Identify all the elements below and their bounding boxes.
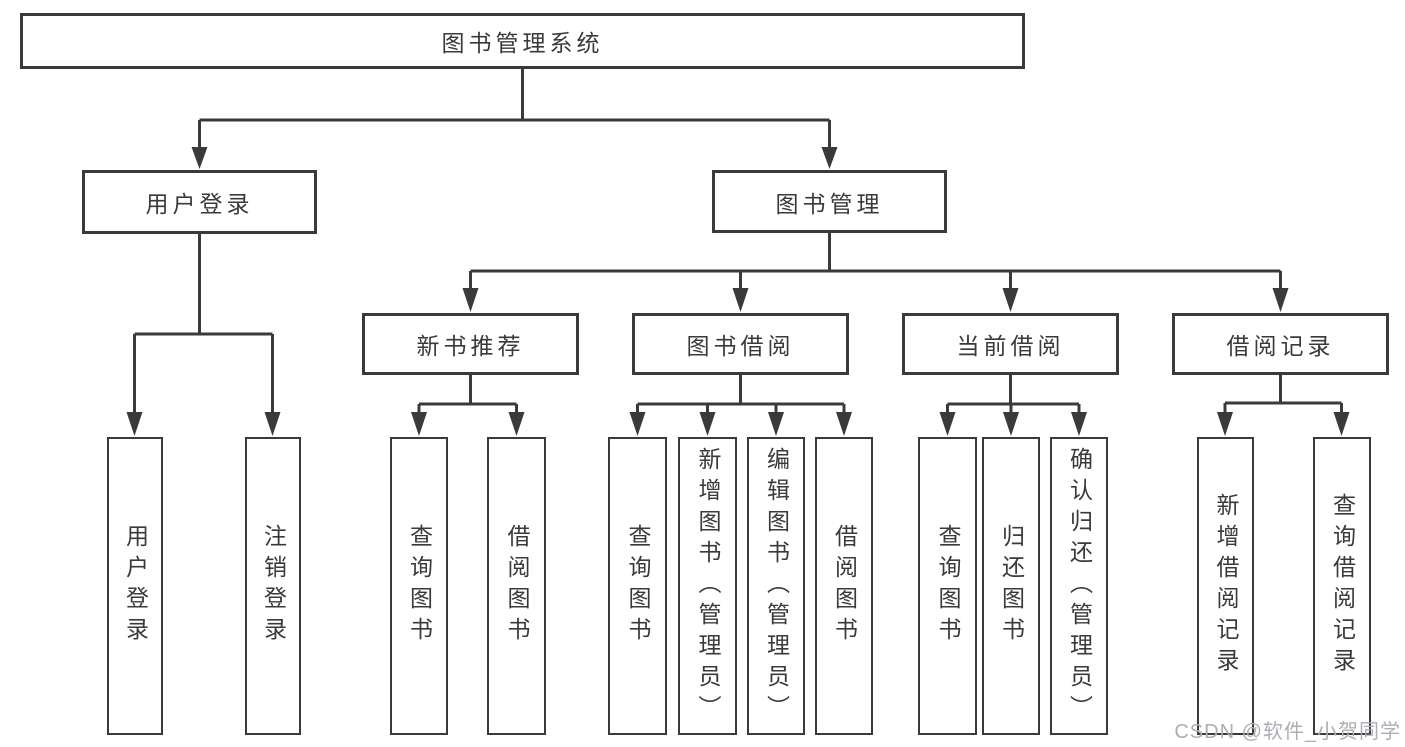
connector-line	[469, 233, 1282, 289]
node-new-book-recommend: 新书推荐	[362, 313, 579, 375]
node-root: 图书管理系统	[20, 13, 1025, 69]
connector-book-borrow-to-leaves	[629, 375, 852, 436]
leaf-add-book-admin-label: 新增图书（管理员）	[695, 446, 721, 726]
leaf-logout-label: 注销登录	[260, 524, 287, 648]
node-user-login-label: 用户登录	[145, 191, 254, 217]
node-root-label: 图书管理系统	[441, 30, 604, 56]
leaf-query-books-recommend-label: 查询图书	[406, 524, 433, 648]
leaf-query-books-recommend: 查询图书	[390, 437, 448, 735]
arrowhead	[1333, 412, 1350, 436]
leaf-query-books-current: 查询图书	[918, 437, 977, 735]
connector-line	[946, 375, 1081, 413]
leaf-return-book: 归还图书	[982, 437, 1040, 735]
arrowhead	[411, 412, 427, 436]
connector-line	[1223, 375, 1343, 413]
csdn-watermark: CSDN @软件_小贺同学	[1174, 721, 1401, 743]
node-new-book-recommend-label: 新书推荐	[416, 333, 525, 359]
leaf-return-book-label: 归还图书	[998, 524, 1025, 648]
arrowhead	[629, 412, 646, 436]
node-current-borrow: 当前借阅	[902, 313, 1119, 375]
connector-line	[133, 234, 274, 413]
connector-new-book-recommend-to-leaves	[411, 375, 525, 436]
node-user-login: 用户登录	[82, 170, 317, 234]
leaf-confirm-return-admin: 确认归还（管理员）	[1050, 437, 1108, 735]
node-book-borrow: 图书借阅	[632, 313, 849, 375]
arrowhead	[821, 147, 838, 169]
arrowhead	[508, 412, 525, 436]
node-book-management: 图书管理	[712, 170, 947, 233]
leaf-borrow-books-recommend: 借阅图书	[487, 437, 546, 735]
leaf-logout: 注销登录	[245, 437, 301, 735]
leaf-query-borrow-record-label: 查询借阅记录	[1329, 493, 1356, 679]
node-book-borrow-label: 图书借阅	[686, 333, 795, 359]
leaf-add-book-admin: 新增图书（管理员）	[678, 437, 737, 735]
arrowhead	[1071, 412, 1087, 436]
node-borrow-records-label: 借阅记录	[1226, 333, 1335, 359]
leaf-query-books-borrow: 查询图书	[608, 437, 667, 735]
arrowhead	[1272, 288, 1289, 312]
leaf-confirm-return-admin-label: 确认归还（管理员）	[1066, 446, 1093, 726]
leaf-borrow-books-recommend-label: 借阅图书	[504, 524, 530, 648]
connector-root-to-level1	[191, 69, 838, 169]
arrowhead	[126, 412, 143, 436]
node-current-borrow-label: 当前借阅	[956, 333, 1065, 359]
arrowhead	[1003, 412, 1019, 436]
connector-line	[636, 375, 846, 413]
node-borrow-records: 借阅记录	[1172, 313, 1389, 375]
arrowhead	[768, 412, 784, 436]
leaf-user-login-label: 用户登录	[122, 524, 149, 648]
arrowhead	[1002, 288, 1019, 312]
leaf-edit-book-admin-label: 编辑图书（管理员）	[763, 446, 790, 726]
leaf-query-borrow-record: 查询借阅记录	[1313, 437, 1371, 735]
arrowhead	[699, 412, 716, 436]
connector-borrow-records-to-leaves	[1217, 375, 1350, 436]
leaf-add-borrow-record: 新增借阅记录	[1197, 437, 1254, 735]
arrowhead	[732, 288, 749, 312]
leaf-query-books-borrow-label: 查询图书	[625, 524, 651, 648]
connector-line	[417, 375, 518, 413]
arrowhead	[836, 412, 852, 436]
leaf-add-borrow-record-label: 新增借阅记录	[1213, 493, 1239, 679]
leaf-edit-book-admin: 编辑图书（管理员）	[747, 437, 805, 735]
node-book-management-label: 图书管理	[775, 190, 884, 217]
connector-current-borrow-to-leaves	[939, 375, 1087, 436]
arrowhead	[264, 412, 281, 436]
arrowhead	[1217, 412, 1233, 436]
leaf-query-books-current-label: 查询图书	[935, 524, 961, 648]
connector-user-login-to-leaves	[126, 234, 281, 436]
leaf-user-login: 用户登录	[107, 437, 163, 735]
arrowhead	[191, 147, 208, 169]
leaf-borrow-books-label: 借阅图书	[831, 524, 858, 648]
leaf-borrow-books: 借阅图书	[815, 437, 873, 735]
arrowhead	[462, 288, 479, 312]
connector-line	[198, 69, 831, 149]
arrowhead	[939, 412, 956, 436]
connector-book-management-to-level2	[462, 233, 1289, 312]
